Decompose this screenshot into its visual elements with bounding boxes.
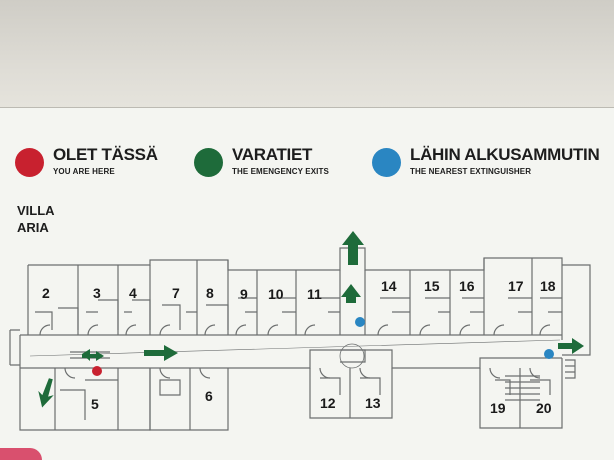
room-6-label: 6 — [205, 388, 213, 404]
exit-arrow-right-small-icon — [82, 351, 104, 361]
legend-you-are-here-en: YOU ARE HERE — [53, 167, 115, 176]
room-20-label: 20 — [536, 400, 552, 416]
room-8-label: 8 — [206, 285, 214, 301]
room-15-label: 15 — [424, 278, 440, 294]
legend-extinguisher-fi: LÄHIN ALKUSAMMUTIN — [410, 145, 600, 164]
legend-emergency-exits-fi: VARATIET — [232, 145, 313, 164]
exit-arrow-up-icon — [341, 284, 361, 303]
exit-arrow-right-end-icon — [558, 338, 584, 354]
room-14-label: 14 — [381, 278, 397, 294]
extinguisher-marker-top-icon — [355, 317, 365, 327]
room-19-label: 19 — [490, 400, 506, 416]
legend-emergency-exits-en: THE EMENGENCY EXITS — [232, 167, 329, 176]
sign-edge-decoration — [0, 448, 42, 460]
room-18-label: 18 — [540, 278, 556, 294]
building-name-line1: VILLA — [17, 203, 55, 218]
room-3-label: 3 — [93, 285, 101, 301]
room-2-label: 2 — [42, 285, 50, 301]
legend-emergency-exits: VARATIET THE EMENGENCY EXITS — [194, 146, 329, 177]
exit-arrow-left-small-icon — [82, 349, 90, 361]
room-7-label: 7 — [172, 285, 180, 301]
room-9-label: 9 — [240, 286, 248, 302]
room-numbers: 2 3 4 7 8 9 10 11 14 15 16 17 18 5 6 12 … — [42, 278, 556, 416]
room-10-label: 10 — [268, 286, 284, 302]
legend-nearest-extinguisher: LÄHIN ALKUSAMMUTIN THE NEAREST EXTINGUIS… — [372, 145, 600, 177]
extinguisher-marker-right-icon — [544, 349, 554, 359]
exit-arrow-right-corridor-icon — [144, 345, 178, 361]
building-name: VILLA ARIA — [17, 202, 55, 236]
emergency-exit-dot-icon — [194, 148, 223, 177]
you-are-here-dot-icon — [15, 148, 44, 177]
exit-arrow-up-top-icon — [342, 231, 364, 265]
you-are-here-marker-icon — [92, 366, 102, 376]
room-11-label: 11 — [307, 286, 322, 302]
room-16-label: 16 — [459, 278, 475, 294]
legend-you-are-here-fi: OLET TÄSSÄ — [53, 145, 158, 164]
legend-extinguisher-en: THE NEAREST EXTINGUISHER — [410, 167, 532, 176]
floor-plan-walls — [9, 247, 591, 431]
exit-arrow-down-left-icon — [38, 378, 54, 408]
wall-background — [0, 0, 614, 110]
evacuation-plan-sheet — [0, 108, 614, 460]
building-name-line2: ARIA — [17, 220, 49, 235]
room-13-label: 13 — [365, 395, 381, 411]
legend-you-are-here: OLET TÄSSÄ YOU ARE HERE — [15, 146, 158, 177]
extinguisher-dot-icon — [372, 148, 401, 177]
room-17-label: 17 — [508, 278, 524, 294]
emergency-exit-arrows — [38, 231, 584, 408]
room-12-label: 12 — [320, 395, 336, 411]
room-5-label: 5 — [91, 396, 99, 412]
room-4-label: 4 — [129, 285, 137, 301]
